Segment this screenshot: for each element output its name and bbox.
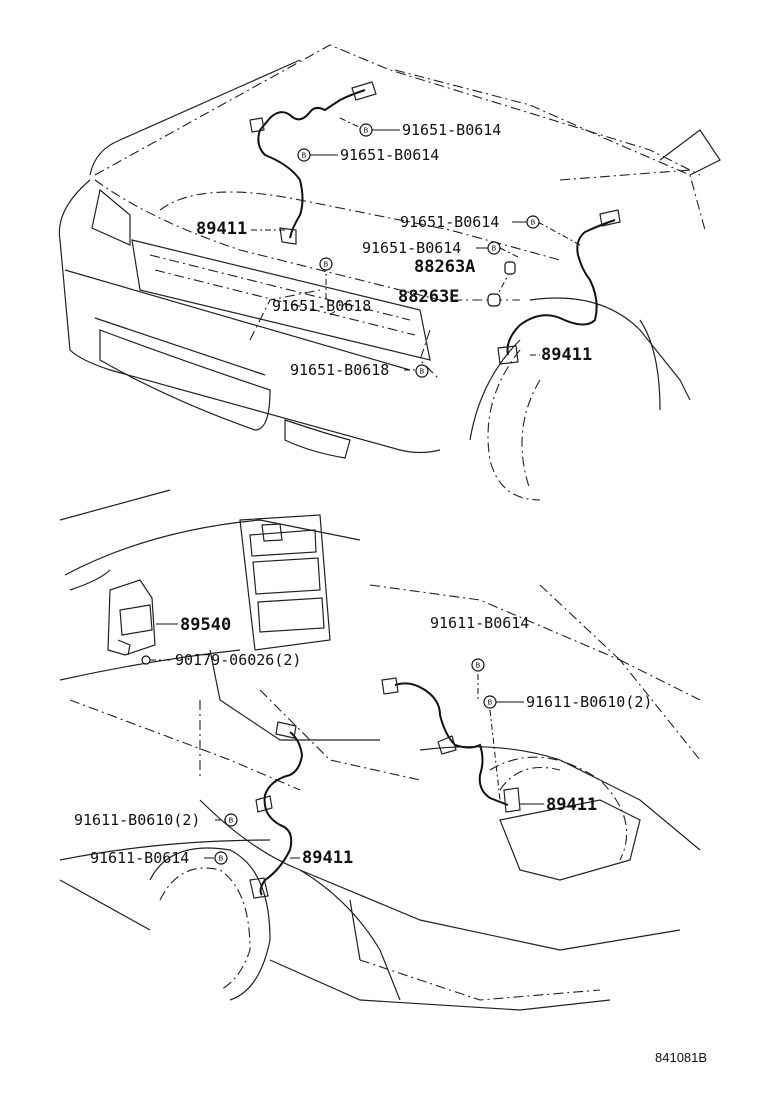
part-number-label: 91651-B0614 — [362, 239, 461, 257]
top-vehicle-body — [58, 44, 721, 501]
bolt-icon: B — [224, 813, 238, 827]
part-number-label: 91611-B0610(2) — [74, 811, 200, 829]
part-number-label: 89411 — [196, 219, 247, 239]
svg-text:B: B — [420, 368, 425, 376]
bolt-icon: B — [483, 695, 497, 709]
bottom-right-sensor-harness — [381, 677, 521, 813]
bottom-leader-lines — [150, 623, 544, 859]
bottom-vehicle-body — [59, 489, 701, 1011]
bolt-icon: B — [297, 148, 311, 162]
top-left-sensor-harness — [249, 81, 377, 245]
svg-text:B: B — [476, 662, 481, 670]
part-number-label: 91651-B0618 — [290, 361, 389, 379]
top-right-sensor-harness — [497, 209, 621, 365]
bolt-icon: B — [415, 364, 429, 378]
svg-text:B: B — [324, 261, 329, 269]
svg-text:B: B — [364, 127, 369, 135]
bolt-icon: B — [319, 257, 333, 271]
bolt-icon: B — [526, 215, 540, 229]
part-number-label: 88263E — [398, 287, 459, 307]
part-number-label: 89411 — [546, 795, 597, 815]
top-bolt-markers: B B B B B B — [297, 123, 540, 378]
svg-text:B: B — [531, 219, 536, 227]
part-number-label: 89540 — [180, 615, 231, 635]
part-number-label: 91611-B0614 — [90, 849, 189, 867]
top-labels: 91651-B0614 91651-B0614 89411 91651-B061… — [196, 121, 592, 379]
bolt-icon: B — [487, 241, 501, 255]
part-number-label: 91651-B0618 — [272, 297, 371, 315]
diagram-id: 841081B — [655, 1050, 707, 1065]
clamp-icon — [487, 293, 501, 307]
part-number-label: 88263A — [414, 257, 475, 277]
part-number-label: 91611-B0610(2) — [526, 693, 652, 711]
svg-text:B: B — [229, 817, 234, 825]
part-number-label: 91651-B0614 — [400, 213, 499, 231]
screw-icon — [141, 655, 151, 665]
svg-text:B: B — [302, 152, 307, 160]
bolt-icon: B — [214, 851, 228, 865]
part-number-label: 91651-B0614 — [340, 146, 439, 164]
bolt-icon: B — [359, 123, 373, 137]
bolt-icon: B — [471, 658, 485, 672]
part-number-label: 89411 — [302, 848, 353, 868]
part-number-label: 90179-06026(2) — [175, 651, 301, 669]
part-number-label: 91651-B0614 — [402, 121, 501, 139]
svg-text:B: B — [492, 245, 497, 253]
svg-text:B: B — [488, 699, 493, 707]
clamp-icon — [504, 261, 516, 275]
part-number-label: 89411 — [541, 345, 592, 365]
bottom-left-sensor-harness — [249, 721, 304, 899]
part-number-label: 91611-B0614 — [430, 614, 529, 632]
svg-text:B: B — [219, 855, 224, 863]
bottom-bolt-markers: B B B B — [141, 655, 497, 865]
bottom-labels: 89540 90179-06026(2) 91611-B0614 91611-B… — [74, 614, 652, 868]
